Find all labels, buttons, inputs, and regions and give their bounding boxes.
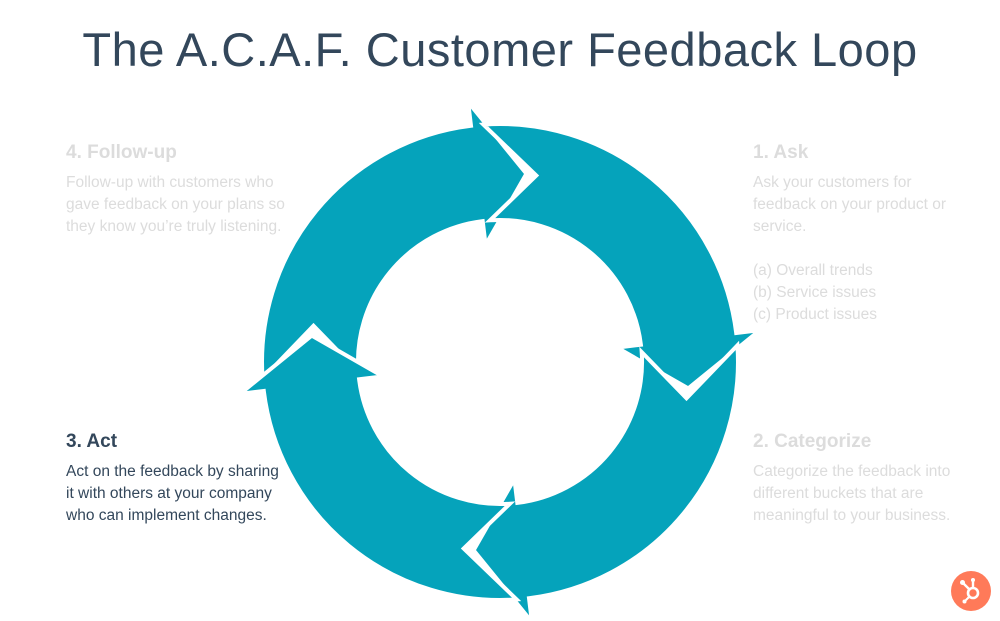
arrow-followup (233, 333, 522, 602)
step-item: (a) Overall trends (753, 262, 873, 279)
step-heading: 3. Act (66, 431, 118, 452)
page-title: The A.C.A.F. Customer Feedback Loop (82, 23, 918, 76)
step-item: (c) Product issues (753, 306, 878, 323)
step-item: (b) Service issues (753, 284, 877, 301)
step-body: Follow-up with customers who gave feedba… (66, 174, 285, 235)
step-heading: 2. Categorize (753, 431, 872, 452)
step-heading: 4. Follow-up (66, 142, 177, 163)
step-ask: 1. Ask Ask your customers for feedback o… (753, 142, 953, 326)
step-body: Act on the feedback by sharing it with o… (66, 463, 279, 524)
arrow-act (471, 340, 740, 621)
step-heading: 1. Ask (753, 142, 809, 163)
arrow-categorize (478, 122, 767, 391)
step-body: Categorize the feedback into different b… (753, 463, 951, 524)
step-categorize: 2. Categorize Categorize the feedback in… (753, 431, 953, 527)
step-followup: 4. Follow-up Follow-up with customers wh… (66, 142, 286, 238)
step-act: 3. Act Act on the feedback by sharing it… (66, 431, 286, 527)
hubspot-logo (951, 571, 991, 611)
step-body: Ask your customers for feedback on your … (753, 174, 947, 235)
hubspot-sprocket-icon (960, 578, 980, 604)
arrow-ask (260, 95, 529, 384)
